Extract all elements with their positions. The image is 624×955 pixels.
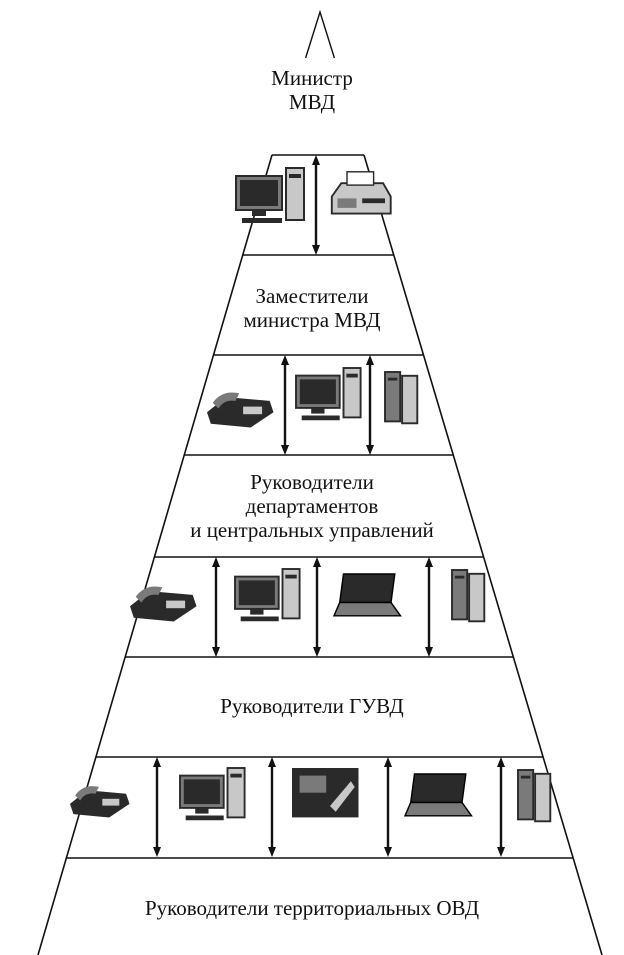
server-unit-a bbox=[517, 769, 535, 821]
drive-bay bbox=[285, 574, 297, 579]
telephone-icon bbox=[207, 392, 274, 428]
label-line: Руководители ГУВД bbox=[220, 694, 404, 718]
desktop-computer-icon bbox=[295, 367, 362, 421]
level-departments-label: Руководители департаментов и центральных… bbox=[0, 470, 624, 542]
server-bay bbox=[454, 575, 465, 579]
keyboard bbox=[242, 218, 282, 223]
monitor-screen bbox=[238, 580, 275, 606]
monitor-stand bbox=[311, 407, 325, 414]
tower-case bbox=[342, 367, 362, 419]
fax-machine-icon bbox=[330, 171, 392, 215]
desktop-computer-icon bbox=[235, 167, 305, 223]
server-tower-icon bbox=[517, 769, 552, 823]
server-bay bbox=[520, 775, 531, 779]
phone-base bbox=[207, 397, 274, 428]
laptop-keyboard bbox=[332, 601, 402, 617]
label-line: МВД bbox=[288, 90, 336, 114]
label-line: Руководители bbox=[250, 470, 374, 494]
label-line: департаментов bbox=[245, 494, 379, 518]
level-deputies-label: Заместители министра МВД bbox=[0, 284, 624, 332]
monitor-stand bbox=[195, 807, 209, 814]
laptop-keyboard bbox=[403, 801, 473, 817]
server-unit-a bbox=[384, 371, 402, 423]
label-line: Руководители территориальных ОВД bbox=[144, 896, 480, 920]
server-unit-b bbox=[401, 374, 419, 425]
level-ovd-label: Руководители территориальных ОВД bbox=[0, 896, 624, 920]
fax-body bbox=[330, 182, 392, 215]
terminal-screen bbox=[299, 775, 327, 793]
desktop-computer-icon bbox=[234, 568, 301, 622]
monitor-screen bbox=[183, 779, 220, 805]
phone-base bbox=[70, 790, 130, 818]
fax-handset bbox=[362, 198, 385, 204]
label-line: Заместители bbox=[255, 284, 369, 308]
fax-paper bbox=[346, 171, 375, 186]
keyboard bbox=[185, 815, 224, 821]
monitor-screen bbox=[240, 180, 278, 206]
label-line: министра МВД bbox=[243, 308, 381, 332]
phone-handset bbox=[212, 392, 240, 409]
keyboard bbox=[301, 415, 340, 421]
laptop-screen bbox=[409, 773, 467, 804]
drive-bay bbox=[230, 773, 242, 778]
server-unit-b bbox=[468, 572, 486, 623]
laptop-screen bbox=[338, 573, 396, 604]
monitor-screen bbox=[299, 379, 336, 405]
keyboard bbox=[240, 616, 279, 622]
level-minister-label: Министр МВД bbox=[0, 66, 624, 114]
tower-case bbox=[281, 568, 301, 620]
server-unit-b bbox=[534, 772, 552, 823]
drive-bay bbox=[289, 174, 301, 178]
level-guvd-label: Руководители ГУВД bbox=[0, 694, 624, 718]
desktop-computer-icon bbox=[179, 767, 246, 821]
server-tower-icon bbox=[451, 569, 486, 623]
phone-keypad bbox=[102, 798, 120, 806]
phone-keypad bbox=[166, 600, 186, 609]
server-unit-a bbox=[451, 569, 469, 621]
terminal-reflection bbox=[330, 781, 355, 812]
video-terminal-icon bbox=[292, 768, 359, 818]
pyramid-apex bbox=[304, 9, 336, 59]
label-line: Министр bbox=[271, 66, 353, 90]
tower-case bbox=[285, 167, 305, 221]
pyramid-right-edge bbox=[363, 154, 603, 955]
phone-handset bbox=[135, 586, 163, 603]
laptop-icon bbox=[332, 573, 402, 617]
drive-bay bbox=[346, 373, 358, 378]
label-line: и центральных управлений bbox=[190, 518, 434, 542]
telephone-icon bbox=[130, 586, 197, 622]
pyramid-left-edge bbox=[37, 154, 273, 955]
monitor-stand bbox=[252, 210, 266, 216]
phone-handset bbox=[75, 786, 99, 801]
server-bay bbox=[387, 377, 398, 381]
server-tower-icon bbox=[384, 371, 419, 425]
laptop-icon bbox=[403, 773, 473, 817]
phone-base bbox=[130, 591, 197, 622]
monitor-stand bbox=[250, 608, 264, 615]
tower-case bbox=[226, 767, 246, 819]
fax-keypad bbox=[337, 198, 357, 208]
telephone-icon bbox=[70, 786, 130, 818]
phone-keypad bbox=[243, 406, 263, 415]
